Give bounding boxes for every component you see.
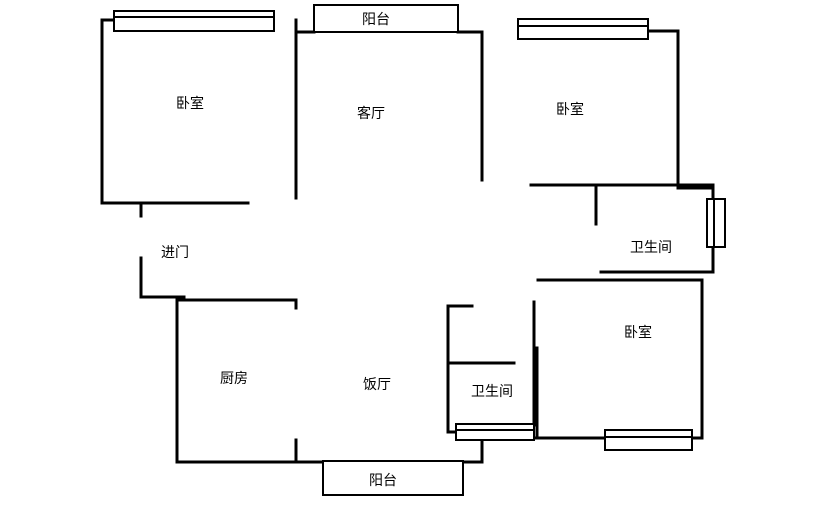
window-top-right	[517, 18, 649, 40]
wall-bottom-right	[461, 438, 484, 464]
window-bathroom-center	[455, 423, 535, 441]
wall-bath-center	[446, 304, 474, 434]
wall-bath-right-outer	[599, 186, 715, 274]
room-label-dining-room: 饭厅	[363, 377, 391, 393]
room-label-living-room: 客厅	[357, 105, 385, 122]
balcony-top-label: 阳台	[362, 12, 390, 28]
room-label-bathroom-center: 卫生间	[471, 384, 513, 400]
wall-entrance-lower	[139, 256, 186, 299]
wall-bedroom-top-left	[100, 18, 250, 205]
balcony-bottom-label: 阳台	[369, 473, 397, 489]
room-labels: 卧室 客厅 卧室 进门 卫生间 厨房 饭厅 卫生间 卧室	[161, 95, 672, 400]
room-label-bedroom-top-right: 卧室	[556, 101, 584, 118]
room-label-bedroom-top-left: 卧室	[176, 95, 204, 112]
room-label-entrance: 进门	[161, 245, 189, 261]
windows	[113, 10, 726, 451]
window-top-left	[113, 10, 275, 32]
room-label-kitchen: 厨房	[220, 371, 248, 387]
walls	[100, 18, 715, 464]
room-label-bedroom-bottom-right: 卧室	[624, 324, 652, 341]
balcony-bottom: 阳台	[322, 460, 464, 496]
wall-bedroom-bottom-right	[536, 278, 704, 440]
room-label-bathroom-right: 卫生间	[630, 240, 672, 256]
balcony-top: 阳台	[313, 4, 459, 33]
window-bottom-right	[604, 429, 693, 451]
window-right-bathroom	[706, 198, 726, 248]
